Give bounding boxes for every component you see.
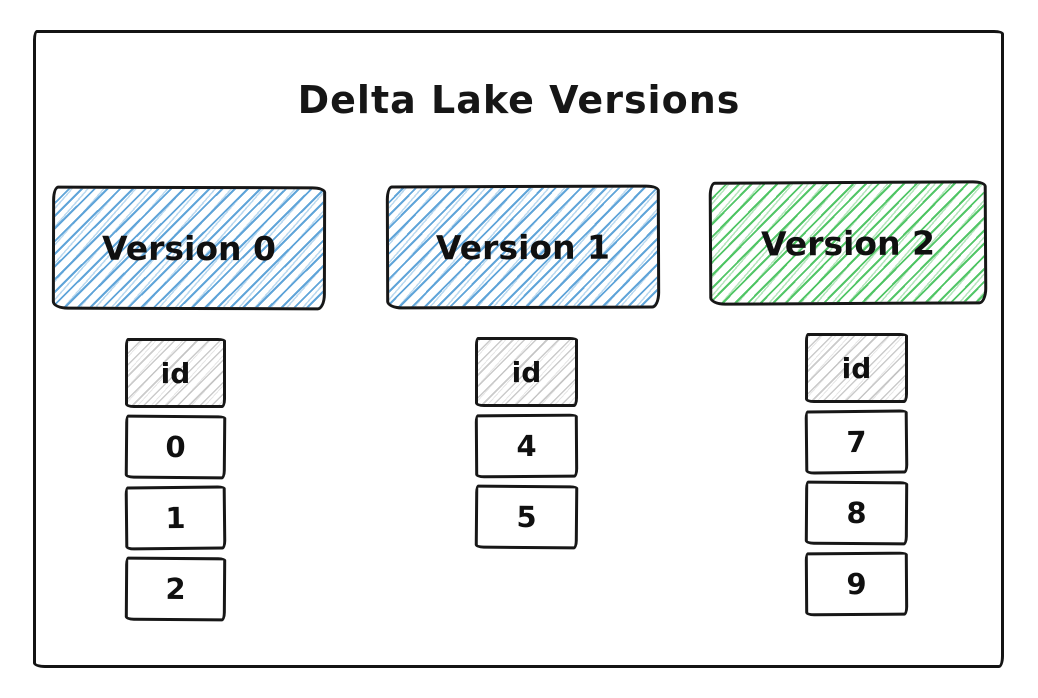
version-2-row-cell: 8 [804, 480, 909, 546]
version-1-id-column: id 4 5 [474, 337, 579, 550]
version-0-row-cell: 0 [124, 414, 227, 480]
version-1-box: Version 1 [385, 184, 661, 310]
version-2-row-cell: 7 [804, 409, 909, 475]
version-0-row-cell: 1 [124, 485, 227, 551]
version-2-row-cell: 9 [804, 551, 909, 617]
version-0-label: Version 0 [101, 228, 277, 268]
version-1-id-header-cell: id [475, 337, 578, 407]
version-1-row-cell: 4 [474, 413, 579, 479]
version-1-label: Version 1 [435, 227, 611, 267]
version-2-label: Version 2 [760, 223, 936, 263]
version-2-id-column: id 7 8 9 [804, 333, 909, 617]
version-2-id-header-cell: id [805, 333, 908, 403]
version-1-row-cell: 5 [474, 484, 579, 550]
version-2-box: Version 2 [708, 180, 988, 306]
version-0-id-header-cell: id [125, 338, 226, 408]
diagram-title: Delta Lake Versions [297, 78, 741, 122]
version-0-row-cell: 2 [124, 556, 227, 622]
version-0-box: Version 0 [51, 185, 327, 311]
version-0-id-column: id 0 1 2 [124, 338, 227, 622]
